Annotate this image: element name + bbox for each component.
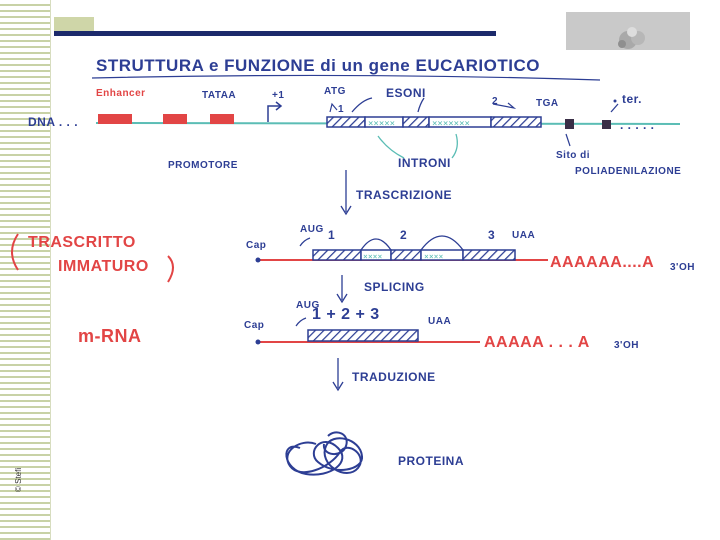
tga-arrow [492, 102, 517, 110]
mrna-exons-label: 1 + 2 + 3 [312, 306, 380, 323]
splice-loop-2 [420, 235, 464, 251]
esoni-pointer-1 [351, 97, 373, 113]
introni-pointer-2 [451, 133, 458, 159]
introni-pointer-1 [377, 135, 405, 159]
pre-mrna-exon-num-2: 2 [400, 228, 408, 242]
left-stripe-border [50, 0, 51, 540]
mrna-polya-tail: AAAAA . . . A [484, 334, 590, 351]
plus1-label: +1 [272, 90, 285, 101]
pre-mrna-polya-tail: AAAAAA....A [550, 254, 655, 271]
left-stripe-decoration [0, 0, 50, 540]
pre-mrna-label-line1: TRASCRITTO [28, 234, 136, 251]
pre-mrna-uaa-label: UAA [512, 230, 536, 241]
exon-3 [490, 116, 542, 128]
terminator-box [602, 120, 611, 129]
polya-site-pointer [565, 133, 571, 147]
pre-mrna-exon-1 [312, 249, 362, 261]
pre-mrna-cap-label: Cap [246, 240, 267, 251]
svg-text:××××: ×××× [363, 252, 382, 261]
protein-scribble [285, 437, 364, 476]
tataa-box [210, 114, 234, 124]
splice-loop-1 [360, 238, 392, 251]
polyadenylation-site-box [565, 119, 574, 129]
atg-label: ATG [324, 86, 346, 97]
svg-text:××××: ×××× [424, 252, 443, 261]
polyadenylation-site-label-2: POLIADENILAZIONE [575, 166, 682, 177]
ter-label: ter. [622, 92, 643, 106]
mrna-coding-box [307, 329, 419, 342]
svg-text:×××××: ××××× [368, 119, 395, 129]
esoni-label: ESONI [386, 86, 426, 100]
exon-1 [326, 116, 366, 128]
pre-mrna-bracket-close [167, 255, 174, 283]
title-underline [91, 74, 601, 81]
promotore-label: PROMOTORE [168, 160, 238, 171]
corner-thumbnail-image [566, 12, 690, 50]
mrna-label: m-RNA [78, 326, 142, 346]
traduzione-label: TRADUZIONE [352, 370, 436, 384]
pre-mrna-3oh-label: 3'OH [670, 262, 695, 273]
exon-number-2: 2 [492, 96, 499, 107]
enhancer-label: Enhancer [96, 88, 146, 99]
tataa-label: TATAA [202, 90, 237, 101]
dna-label: DNA . . . [28, 115, 79, 129]
mrna-uaa-label: UAA [428, 316, 452, 327]
dna-end-dots: . . . . . [620, 118, 655, 132]
exon-number-1: 1 [338, 104, 345, 115]
thumbnail-cells-graphic [618, 27, 645, 49]
proteina-label: PROTEINA [398, 454, 465, 468]
pre-mrna-exon-num-3: 3 [488, 228, 496, 242]
esoni-pointer-2 [417, 97, 425, 113]
ter-arrow [610, 103, 619, 113]
svg-text:×××××××: ××××××× [432, 119, 470, 129]
trascrizione-label: TRASCRIZIONE [356, 188, 452, 202]
exon-2 [402, 116, 430, 128]
transcription-start-arrow [267, 105, 280, 122]
regulatory-box-2 [163, 114, 187, 124]
tga-label: TGA [536, 98, 559, 109]
polyadenylation-site-label-1: Sito di [556, 150, 591, 161]
pre-mrna-exon-3 [462, 249, 516, 261]
pre-mrna-exon-2 [390, 249, 422, 261]
pre-mrna-bracket [11, 233, 19, 271]
pre-mrna-exon-num-1: 1 [328, 228, 336, 242]
title-bar [54, 31, 496, 36]
pre-mrna-label-line2: IMMATURO [58, 258, 149, 275]
mrna-aug-label: AUG [296, 300, 320, 311]
pre-mrna-aug-label: AUG [300, 224, 324, 235]
page-title: STRUTTURA e FUNZIONE di un gene EUCARIOT… [96, 56, 540, 75]
mrna-3oh-label: 3'OH [614, 340, 639, 351]
splicing-label: SPLICING [364, 280, 425, 294]
mrna-cap-label: Cap [244, 320, 265, 331]
enhancer-box [98, 114, 132, 124]
introni-label: INTRONI [398, 156, 451, 170]
atg-arrow [329, 102, 338, 113]
title-bar-accent [54, 17, 94, 31]
